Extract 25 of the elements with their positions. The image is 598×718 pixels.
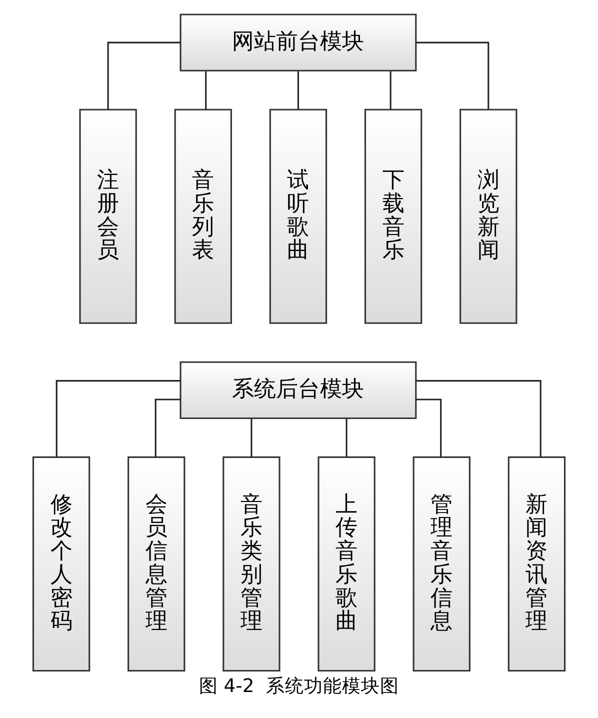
node-box: 会员信息管理 <box>128 456 186 672</box>
node-box: 浏览新闻 <box>460 108 518 324</box>
node-box: 试听歌曲 <box>269 108 328 324</box>
node-box: 下载音乐 <box>364 108 422 324</box>
node-box: 上传音乐歌曲 <box>318 456 376 672</box>
node-box: 修改个人密码 <box>32 456 90 672</box>
connector <box>56 380 180 457</box>
connector <box>416 380 542 457</box>
connector <box>416 398 442 458</box>
connector <box>416 42 490 110</box>
connector <box>346 418 348 458</box>
node-box: 网站前台模块 <box>180 14 417 72</box>
connector <box>250 418 252 458</box>
node-box: 管理音乐信息 <box>412 456 470 672</box>
connector <box>154 398 180 458</box>
connector <box>205 71 207 110</box>
node-box: 系统后台模块 <box>180 361 417 419</box>
connector <box>107 42 180 110</box>
node-box: 注册会员 <box>79 108 137 324</box>
caption: 图 4-2 系统功能模块图 <box>198 676 400 697</box>
node-box: 新闻资讯管理 <box>508 456 566 672</box>
node-box: 音乐类别管理 <box>222 456 280 672</box>
node-box: 音乐列表 <box>174 108 232 324</box>
connector <box>390 71 392 110</box>
connector <box>297 71 299 110</box>
